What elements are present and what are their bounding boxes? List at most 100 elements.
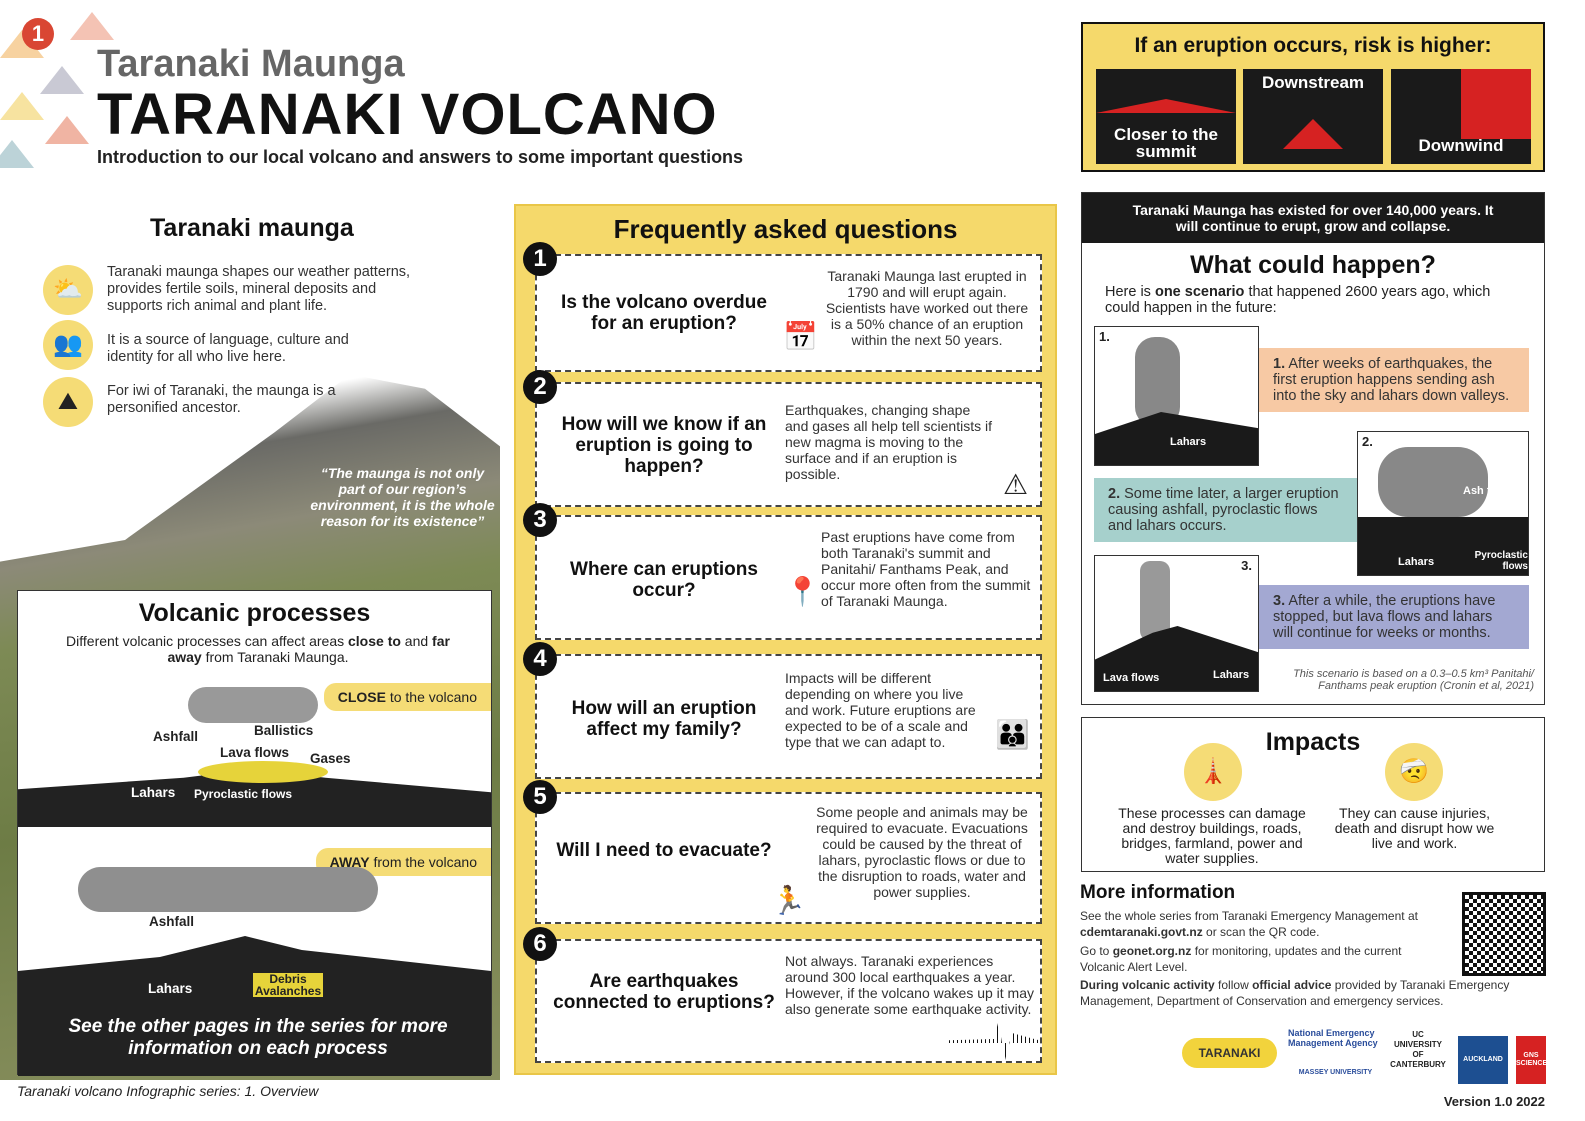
scenario-panel: Taranaki Maunga has existed for over 140…	[1081, 192, 1545, 705]
label-lava-flows: Lava flows	[220, 745, 290, 760]
qr-code[interactable]	[1462, 892, 1546, 976]
ash-cloud	[78, 867, 378, 912]
faq-number: 2	[523, 370, 557, 404]
scenario-banner: Taranaki Maunga has existed for over 140…	[1082, 193, 1544, 243]
page-number-badge: 1	[22, 18, 54, 50]
faq-number: 6	[523, 927, 557, 961]
impacts-panel: Impacts 🗼 These processes can damage and…	[1081, 717, 1545, 872]
maunga-quote: “The maunga is not only part of our regi…	[310, 465, 495, 529]
faq-question: How will an eruption affect my family?	[571, 698, 757, 740]
faq-number: 1	[523, 242, 557, 276]
faq-answer: Earthquakes, changing shape and gases al…	[785, 402, 992, 482]
logo-taranaki-em: TARANAKI	[1182, 1038, 1277, 1068]
decorative-triangle	[0, 140, 34, 168]
decorative-triangle	[0, 92, 44, 120]
faq-question: Are earthquakes connected to eruptions?	[553, 971, 775, 1013]
more-info-geonet: Go to geonet.org.nz for monitoring, upda…	[1080, 944, 1402, 974]
scenario-image-1: 1.Lahars	[1094, 326, 1259, 466]
faq-answer: Past eruptions have come from both Taran…	[821, 529, 1031, 609]
weather-icon: ⛅	[43, 265, 93, 315]
scenario-heading: What could happen?	[1190, 251, 1436, 279]
lava-flow	[198, 761, 328, 783]
injured-person-icon: 🤕	[1385, 743, 1443, 801]
scenario-step-2: 2. Some time later, a larger eruption ca…	[1094, 478, 1357, 542]
impact-text: They can cause injuries, death and disru…	[1334, 805, 1495, 851]
intro-text: Introduction to our local volcano and an…	[97, 147, 744, 167]
family-icon: 👪	[995, 719, 1030, 750]
logo-gns: GNS SCIENCE	[1516, 1036, 1547, 1084]
processes-intro: Different volcanic processes can affect …	[66, 633, 450, 665]
maunga-item: It is a source of language, culture and …	[107, 332, 349, 365]
more-info-advice: During volcanic activity follow official…	[1080, 978, 1510, 1008]
faq-answer: Taranaki Maunga last erupted in 1790 and…	[825, 268, 1029, 348]
faq-item: 3 Where can eruptions occur? 📍 Past erup…	[523, 503, 1042, 640]
maunga-item: Taranaki maunga shapes our weather patte…	[107, 264, 411, 314]
series-caption: Taranaki volcano Infographic series: 1. …	[17, 1083, 319, 1099]
processes-heading: Volcanic processes	[138, 599, 371, 627]
scenario-intro: Here is one scenario that happened 2600 …	[1105, 284, 1491, 316]
scenario-step-1: 1. After weeks of earthquakes, the first…	[1259, 348, 1529, 412]
label-pyroclastic-flows: Pyroclastic flows	[194, 787, 293, 801]
logo-nema: National Emergency Management Agency	[1288, 1028, 1378, 1048]
label-ashfall: Ashfall	[153, 729, 199, 744]
label-lahars: Lahars	[148, 981, 193, 996]
faq-answer: Not always. Taranaki experiences around …	[785, 953, 1035, 1017]
label-lahars: Lahars	[131, 785, 176, 800]
faq-question: Where can eruptions occur?	[570, 559, 758, 601]
version-label: Version 1.0 2022	[1443, 1094, 1545, 1109]
page-title: TARANAKI VOLCANO	[97, 82, 718, 147]
risk-label: Closer to the summit	[1114, 125, 1218, 161]
faq-question: How will we know if an eruption is going…	[561, 414, 767, 477]
more-info-heading: More information	[1080, 882, 1236, 903]
volcanic-processes-panel: Volcanic processes Different volcanic pr…	[17, 590, 492, 1076]
processes-footer: See the other pages in the series for mo…	[68, 1016, 448, 1059]
impact-text: These processes can damage and destroy b…	[1118, 805, 1306, 866]
risk-panel-summit: Closer to the summit	[1096, 69, 1236, 164]
logo-auckland: AUCKLAND	[1458, 1036, 1508, 1084]
decorative-triangle	[70, 12, 114, 40]
more-info-series: See the whole series from Taranaki Emerg…	[1080, 909, 1418, 939]
page-subtitle: Taranaki Maunga	[97, 43, 405, 85]
faq-number: 4	[523, 642, 557, 676]
people-icon: 👥	[43, 320, 93, 370]
faq-question: Will I need to evacuate?	[556, 840, 772, 861]
faq-answer: Some people and animals may be required …	[816, 804, 1028, 900]
maunga-item: For iwi of Taranaki, the maunga is a per…	[107, 383, 336, 416]
faq-item: 5 Will I need to evacuate? 🏃 Some people…	[523, 780, 1042, 924]
decorative-triangle	[40, 66, 84, 94]
power-pylon-icon: 🗼	[1184, 743, 1242, 801]
risk-panel-downwind: Downwind	[1391, 69, 1531, 164]
scenario-note: This scenario is based on a 0.3–0.5 km³ …	[1293, 668, 1534, 692]
faq-item: 1 Is the volcano overdue for an eruption…	[523, 242, 1042, 372]
label-ashfall: Ashfall	[149, 914, 195, 929]
cdem-link[interactable]: cdemtaranaki.govt.nz	[1080, 924, 1203, 939]
faq-panel: Frequently asked questions 1 Is the volc…	[514, 204, 1057, 1075]
calendar-icon: 📅	[783, 321, 818, 352]
mountain-icon: ⛰	[43, 377, 93, 427]
close-tag: CLOSE to the volcano	[323, 683, 491, 711]
warning-icon: ⚠	[1003, 469, 1029, 500]
ash-cloud	[188, 687, 318, 723]
logo-canterbury: UC UNIVERSITY OF CANTERBURY	[1390, 1030, 1446, 1069]
faq-question: Is the volcano overdue for an eruption?	[561, 292, 767, 334]
maunga-heading: Taranaki maunga	[150, 214, 354, 242]
faq-number: 3	[523, 503, 557, 537]
label-debris-avalanches: Debris Avalanches	[253, 972, 323, 998]
decorative-triangle	[45, 116, 89, 144]
risk-panel: If an eruption occurs, risk is higher: C…	[1081, 22, 1545, 172]
risk-label: Downstream	[1261, 73, 1365, 92]
scenario-step-3: 3. After a while, the eruptions have sto…	[1259, 585, 1529, 649]
label-gases: Gases	[308, 929, 349, 944]
risk-heading: If an eruption occurs, risk is higher:	[1134, 34, 1492, 57]
geonet-link[interactable]: geonet.org.nz	[1112, 944, 1192, 958]
running-icon: 🏃	[771, 885, 806, 916]
label-ballistics: Ballistics	[254, 723, 314, 738]
location-pin-icon: 📍	[785, 576, 820, 607]
label-gases: Gases	[310, 751, 351, 766]
faq-item: 2 How will we know if an eruption is goi…	[523, 370, 1042, 507]
risk-panel-downstream: Downstream	[1243, 69, 1383, 164]
faq-answer: Impacts will be different depending on w…	[785, 670, 976, 750]
impacts-heading: Impacts	[1265, 728, 1361, 756]
